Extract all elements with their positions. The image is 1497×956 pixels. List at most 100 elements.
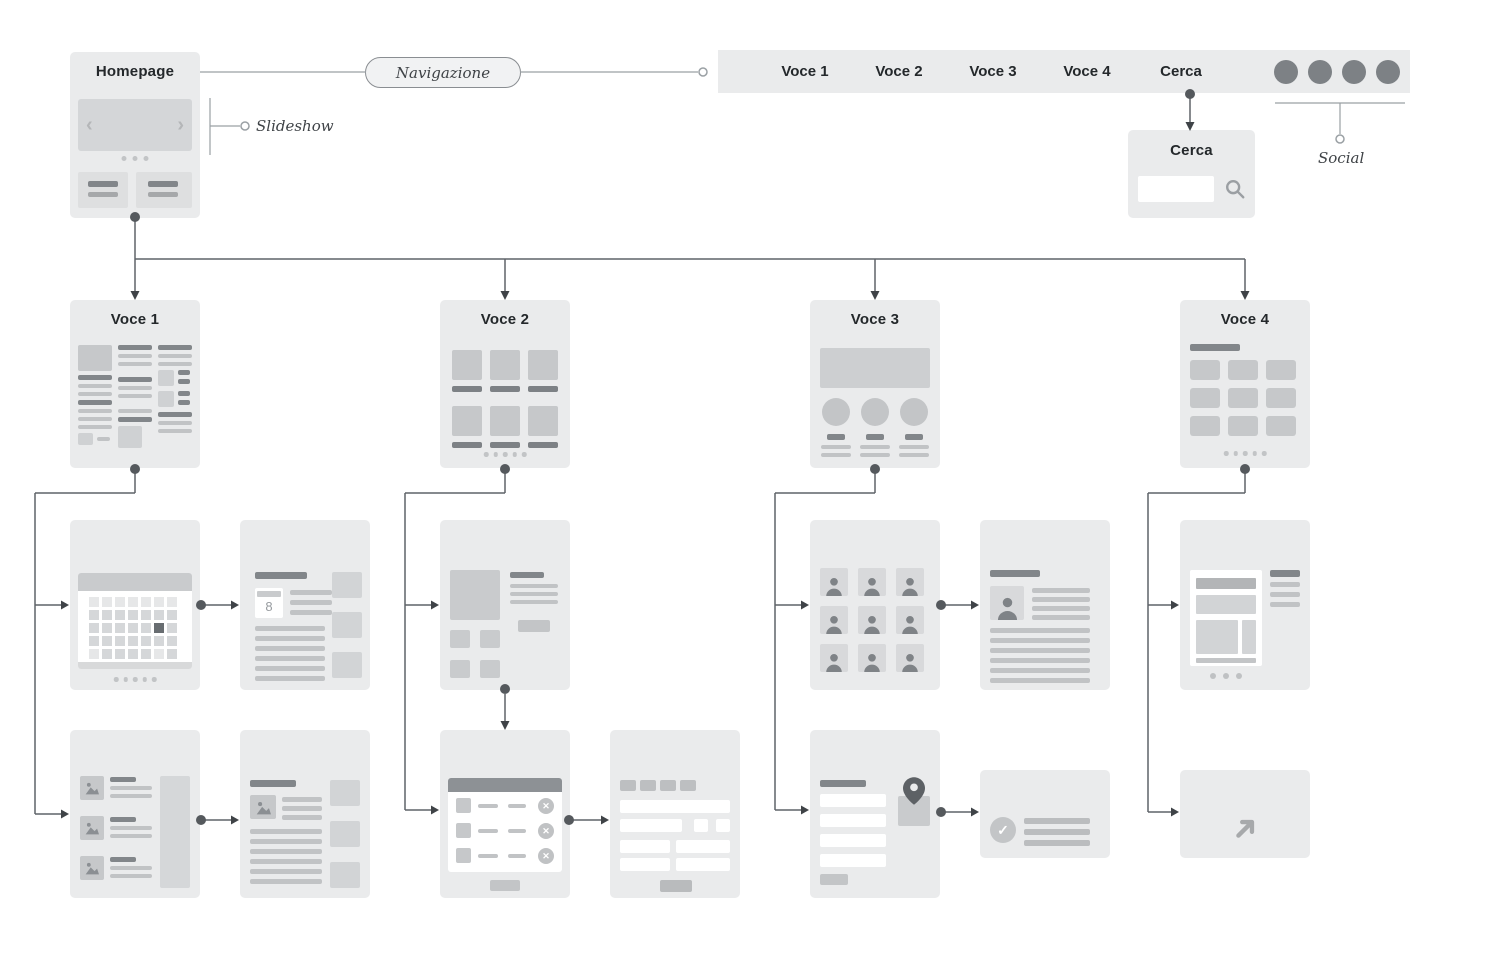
voce4-card: Voce 4 [1180,300,1310,468]
person-icon [858,644,886,672]
homepage-teaser-block [78,172,128,208]
nav-bar: Voce 1 Voce 2 Voce 3 Voce 4 Cerca [718,50,1410,93]
search-input[interactable] [1138,176,1214,202]
news-item[interactable] [80,856,152,880]
nav-item-voce1[interactable]: Voce 1 [781,63,829,80]
form-field[interactable] [820,794,886,807]
avatar-circle [900,398,928,426]
cart-row: ✕ [448,848,562,864]
news-list-page [70,730,200,898]
thumbnail[interactable] [450,660,470,678]
submit-button[interactable] [820,874,848,885]
homepage-card: Homepage ‹ › [70,52,200,218]
form-field[interactable] [676,840,730,853]
payment-chip [660,780,676,791]
confirmation-page: ✓ [980,770,1110,858]
contact-form-page [810,730,940,898]
social-icon[interactable] [1308,60,1332,84]
remove-icon[interactable]: ✕ [538,848,554,864]
slideshow-dots[interactable] [121,156,149,161]
thumbnail[interactable] [480,660,500,678]
news-item[interactable] [80,816,152,840]
social-icon[interactable] [1274,60,1298,84]
search-panel: Cerca [1128,130,1255,218]
payment-chip [680,780,696,791]
social-icon[interactable] [1376,60,1400,84]
voce1-card: Voce 1 [70,300,200,468]
nav-item-voce3[interactable]: Voce 3 [969,63,1017,80]
form-field[interactable] [620,858,670,871]
person-icon [858,606,886,634]
sidebar-block [330,821,360,847]
image-placeholder-icon [256,801,271,814]
checkmark-icon: ✓ [990,817,1016,843]
form-field[interactable] [716,819,730,832]
cart-row: ✕ [448,823,562,839]
sidebar-block [332,652,362,678]
cart-rows: ✕ ✕ ✕ [448,798,562,864]
pagination-dots[interactable] [1206,673,1246,679]
person-icon [820,568,848,596]
form-field[interactable] [620,800,730,813]
event-detail-page: 8 [240,520,370,690]
voce4-title: Voce 4 [1220,311,1270,328]
social-label: Social [1318,149,1365,167]
chevron-right-icon[interactable]: › [177,114,184,136]
remove-icon[interactable]: ✕ [538,823,554,839]
thumbnail[interactable] [450,630,470,648]
image-placeholder-icon [85,822,99,835]
cart-row: ✕ [448,798,562,814]
person-icon [896,568,924,596]
form-field[interactable] [694,819,708,832]
voce4-tile-grid [1190,360,1296,436]
submit-button[interactable] [660,880,692,892]
thumbnail[interactable] [480,630,500,648]
chevron-left-icon[interactable]: ‹ [86,114,93,136]
action-button[interactable] [490,880,520,891]
homepage-teaser-block [136,172,192,208]
person-icon [896,644,924,672]
pagination-dots[interactable] [1223,451,1267,456]
profile-page [980,520,1110,690]
document-page [1180,520,1310,690]
remove-icon[interactable]: ✕ [538,798,554,814]
image-placeholder-icon [85,862,99,875]
voce2-card: Voce 2 [440,300,570,468]
news-items [80,776,152,880]
date-badge-number: 8 [265,599,273,614]
social-icons[interactable] [1274,60,1400,84]
calendar-widget[interactable] [78,573,192,669]
nav-item-voce4[interactable]: Voce 4 [1063,63,1111,80]
form-field[interactable] [820,814,886,827]
form-field[interactable] [620,840,670,853]
cart-page: ✕ ✕ ✕ [440,730,570,898]
news-item[interactable] [80,776,152,800]
calendar-day-grid[interactable] [89,597,177,659]
action-button[interactable] [518,620,550,632]
calendar-page [70,520,200,690]
form-field[interactable] [820,854,886,867]
navigation-label: Navigazione [395,63,491,82]
banner-placeholder [820,348,930,388]
person-icon [896,606,924,634]
pagination-dots[interactable] [113,677,157,682]
form-field[interactable] [676,858,730,871]
cart-table: ✕ ✕ ✕ [448,778,562,872]
voce3-card: Voce 3 [810,300,940,468]
team-grid [820,568,924,672]
voce1-column [118,345,152,448]
avatar-circle [822,398,850,426]
person-icon [858,568,886,596]
form-field[interactable] [820,834,886,847]
slideshow-label: Slideshow [256,117,334,135]
image-placeholder-icon [85,782,99,795]
search-icon[interactable] [1224,178,1246,200]
nav-item-cerca[interactable]: Cerca [1160,63,1202,80]
checkout-form-page [610,730,740,898]
pagination-dots[interactable] [483,452,527,457]
nav-item-voce2[interactable]: Voce 2 [875,63,923,80]
social-icon[interactable] [1342,60,1366,84]
article-page [240,730,370,898]
form-field[interactable] [620,819,682,832]
